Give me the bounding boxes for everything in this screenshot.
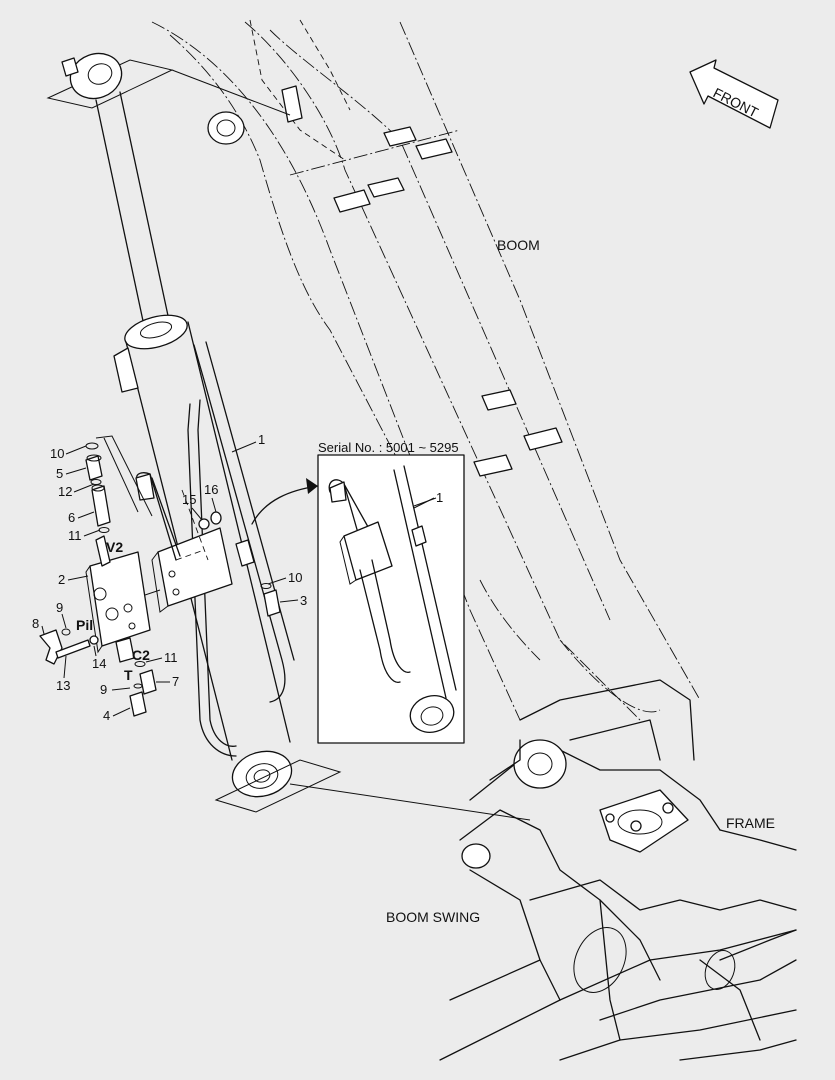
boom-brackets — [281, 85, 563, 477]
cylinder — [46, 52, 342, 813]
serial-inset: Serial No. : 5001 ~ 5295 — [317, 440, 465, 744]
callout-11b: 11 — [164, 650, 178, 665]
control-valve — [39, 435, 281, 717]
callout-7: 7 — [172, 674, 179, 689]
port-c2-label: C2 — [132, 647, 150, 663]
port-pil-label: Pil — [76, 617, 93, 633]
callout-1: 1 — [258, 432, 265, 447]
callout-3: 3 — [300, 593, 307, 608]
callout-10a: 10 — [50, 446, 64, 461]
callout-13: 13 — [56, 678, 70, 693]
callout-14: 14 — [92, 656, 106, 671]
callout-4: 4 — [103, 708, 110, 723]
callout-11a: 11 — [68, 528, 82, 543]
front-arrow-icon: FRONT — [689, 59, 779, 129]
callout-2: 2 — [58, 572, 65, 587]
callouts: 1 2 3 4 5 6 7 8 9 9 10 10 11 11 12 13 14 — [32, 432, 443, 723]
boom-swing-label: BOOM SWING — [386, 909, 480, 925]
frame — [171, 69, 797, 1061]
callout-6: 6 — [68, 510, 75, 525]
port-v2-label: V2 — [106, 539, 123, 555]
frame-label: FRAME — [726, 815, 775, 831]
callout-16: 16 — [204, 482, 218, 497]
inset-arrow-icon — [251, 478, 319, 525]
boom-label: BOOM — [497, 237, 540, 253]
callout-12: 12 — [58, 484, 72, 499]
serial-label: Serial No. : 5001 ~ 5295 — [318, 440, 459, 455]
port-t-label: T — [124, 667, 133, 683]
callout-10b: 10 — [288, 570, 302, 585]
callout-9b: 9 — [100, 682, 107, 697]
inset-callout-1: 1 — [436, 490, 443, 505]
boom-pin — [207, 111, 245, 145]
callout-9a: 9 — [56, 600, 63, 615]
callout-15: 15 — [182, 492, 196, 507]
callout-8: 8 — [32, 616, 39, 631]
callout-5: 5 — [56, 466, 63, 481]
